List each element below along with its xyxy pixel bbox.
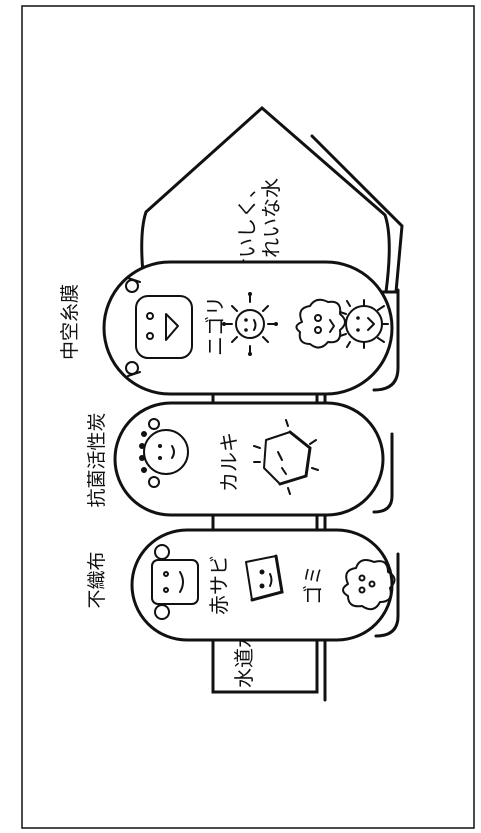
- hollow-fiber-character-icon: [125, 277, 193, 377]
- turbidity-particle-icon: [295, 298, 346, 349]
- stage-nonwoven-item-rust: 赤サビ: [207, 555, 231, 615]
- germ-particle-icon: [222, 292, 278, 356]
- stage-activated-carbon: 抗菌活性炭 カルキ: [86, 401, 394, 517]
- stage-activated-carbon-title: 抗菌活性炭: [86, 412, 108, 507]
- stage-nonwoven: 不織布 赤サビ ゴミ: [86, 528, 400, 642]
- stage-hollow-fiber-item-turbidity: ニゴリ: [203, 296, 227, 356]
- stage-activated-carbon-item-chlorine: カルキ: [217, 432, 241, 492]
- stage-hollow-fiber: 中空糸膜 ニゴリ: [59, 260, 400, 396]
- stage-hollow-fiber-title: 中空糸膜: [59, 284, 81, 360]
- rust-particle-icon: [245, 554, 284, 602]
- stage-nonwoven-title: 不織布: [86, 551, 108, 608]
- fuzzy-particle-icon: [339, 299, 389, 349]
- page-border: [21, 5, 475, 829]
- stage-nonwoven-item-dust: ゴミ: [301, 565, 325, 605]
- carbon-character-icon: [139, 418, 189, 488]
- chlorine-particle-icon: [253, 419, 319, 495]
- dust-particle-icon: [342, 559, 396, 611]
- nonwoven-character-icon: [151, 544, 199, 620]
